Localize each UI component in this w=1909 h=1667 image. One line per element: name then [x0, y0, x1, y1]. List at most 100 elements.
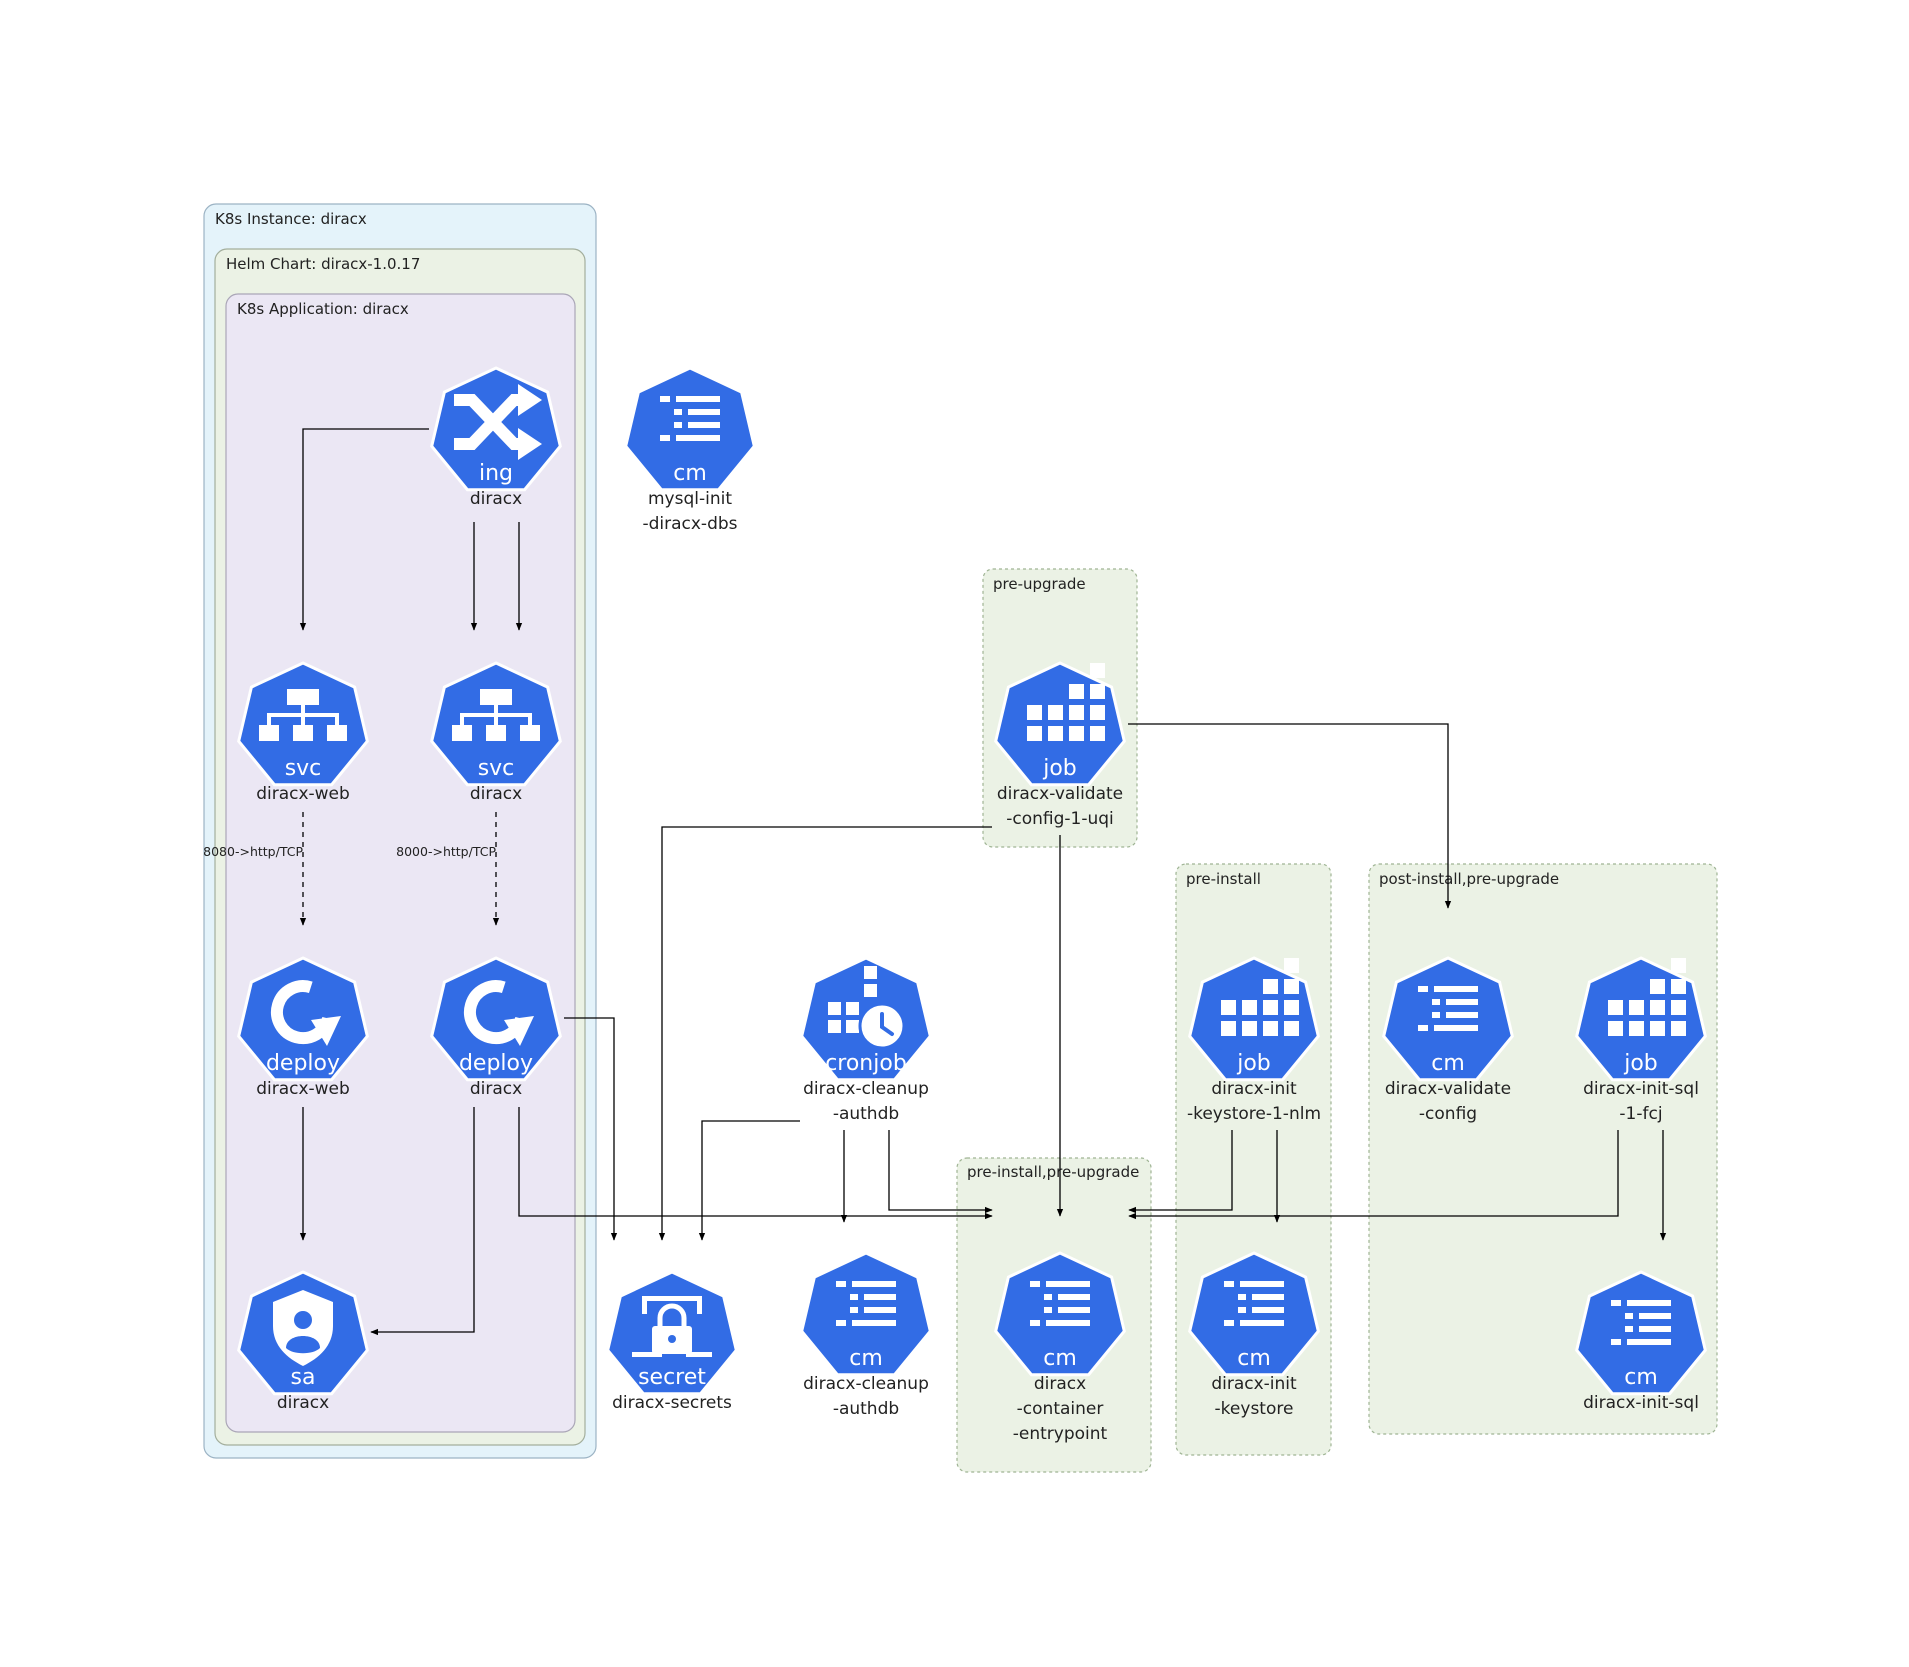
edge-label-web-port: 8080->http/TCP [203, 844, 303, 859]
edge-job-validate-to-secret [658, 826, 992, 1241]
node-cm-validate-label-line: diracx-validate [1385, 1079, 1511, 1099]
edge-label-api-port: 8000->http/TCP [396, 844, 496, 859]
grid-icon [1608, 958, 1686, 1036]
node-cm-entrypoint-label-line: diracx [1034, 1374, 1086, 1394]
shuffle-icon [454, 384, 542, 460]
node-cm-mysql-label-line: -diracx-dbs [642, 514, 737, 534]
list-icon [660, 396, 720, 441]
list-icon [1224, 1281, 1284, 1326]
edge-deploy-to-cm-entrypoint [518, 1107, 993, 1220]
edge-cronjob-to-cm-entrypoint [888, 1130, 993, 1214]
node-cm-keystore-label-line: diracx-init [1211, 1374, 1297, 1394]
node-job-keystore-label-line: -keystore-1-nlm [1187, 1104, 1321, 1124]
lock-icon [632, 1296, 712, 1357]
node-job-validate-kind: job [1042, 756, 1077, 781]
node-cm-cleanup-shape [800, 1251, 932, 1377]
node-job-validate-label-line: -config-1-uqi [1006, 809, 1114, 829]
node-cm-validate-label-line: -config [1419, 1104, 1477, 1124]
cluster-application-label: K8s Application: diracx [237, 300, 409, 318]
node-cronjob-label-line: -authdb [833, 1104, 899, 1124]
node-job-keystore-label-line: diracx-init [1211, 1079, 1297, 1099]
node-cm-sql-shape [1575, 1270, 1707, 1396]
node-svc-web-label-line: diracx-web [256, 784, 350, 804]
node-sa: sa diracx [237, 1270, 369, 1413]
edge-job-validate-to-cm-validate [1128, 723, 1452, 909]
edge-deploy-to-secret [564, 1017, 618, 1241]
cluster-chart-label: Helm Chart: diracx-1.0.17 [226, 255, 420, 273]
hierarchy-icon [259, 689, 347, 741]
list-icon [836, 1281, 896, 1326]
node-cm-mysql: cm mysql-init -diracx-dbs [624, 366, 756, 534]
list-icon [1611, 1300, 1671, 1345]
node-cm-mysql-kind: cm [673, 461, 707, 486]
cluster-post-install-pre-upgrade-label: post-install,pre-upgrade [1379, 870, 1559, 888]
clock-grid-icon [828, 966, 906, 1050]
node-cm-entrypoint-label-line: -container [1017, 1399, 1104, 1419]
node-deploy: deploy diracx [430, 956, 562, 1099]
cluster-pre-upgrade-label: pre-upgrade [993, 575, 1086, 593]
node-cm-validate-shape [1382, 956, 1514, 1082]
node-sa-kind: sa [291, 1365, 316, 1390]
node-cm-validate-kind: cm [1431, 1051, 1465, 1076]
node-cm-validate: cm diracx-validate -config [1382, 956, 1514, 1124]
user-shield-icon [273, 1290, 333, 1366]
list-icon [1418, 986, 1478, 1031]
node-deploy-web-kind: deploy [266, 1051, 340, 1076]
refresh-icon [270, 980, 341, 1046]
node-job-keystore-kind: job [1236, 1051, 1271, 1076]
node-job-sql-kind: job [1623, 1051, 1658, 1076]
node-cm-keystore-shape [1188, 1251, 1320, 1377]
node-cm-sql-kind: cm [1624, 1365, 1658, 1390]
node-cm-cleanup-kind: cm [849, 1346, 883, 1371]
cluster-pre-install-label: pre-install [1186, 870, 1261, 888]
nodes: ing diracx svc diracx-web svc diracx deploy dir… [237, 366, 1707, 1444]
node-ing-kind: ing [479, 461, 513, 486]
node-secret-label-line: diracx-secrets [612, 1393, 732, 1413]
node-cm-keystore-label-line: -keystore [1215, 1399, 1294, 1419]
node-cronjob-label-line: diracx-cleanup [803, 1079, 929, 1099]
node-deploy-web-shape [237, 956, 369, 1082]
node-svc-web-kind: svc [285, 756, 322, 781]
edge-job-sql-to-cm-entrypoint [1128, 1130, 1619, 1220]
node-cm-keystore-kind: cm [1237, 1346, 1271, 1371]
node-deploy-label-line: diracx [470, 1079, 522, 1099]
node-cm-cleanup: cm diracx-cleanup -authdb [800, 1251, 932, 1419]
node-cm-entrypoint-kind: cm [1043, 1346, 1077, 1371]
node-sa-label-line: diracx [277, 1393, 329, 1413]
list-icon [1030, 1281, 1090, 1326]
node-deploy-shape [430, 956, 562, 1082]
node-cm-mysql-label-line: mysql-init [648, 489, 732, 509]
node-job-keystore: job diracx-init -keystore-1-nlm [1187, 956, 1321, 1124]
node-deploy-kind: deploy [459, 1051, 533, 1076]
node-job-sql-label-line: -1-fcj [1619, 1104, 1662, 1124]
edge-job-keystore-to-cm-entrypoint [1128, 1130, 1233, 1214]
node-svc-kind: svc [478, 756, 515, 781]
node-deploy-web-label-line: diracx-web [256, 1079, 350, 1099]
node-svc-web: svc diracx-web [237, 661, 369, 804]
node-cm-entrypoint-label-line: -entrypoint [1013, 1424, 1108, 1444]
node-svc: svc diracx [430, 661, 562, 804]
node-ing-label-line: diracx [470, 489, 522, 509]
refresh-icon [463, 980, 534, 1046]
edge-deploy-to-sa [370, 1107, 475, 1336]
node-ing: ing diracx [430, 366, 562, 509]
node-cm-cleanup-label-line: diracx-cleanup [803, 1374, 929, 1394]
node-secret-kind: secret [638, 1365, 706, 1390]
grid-icon [1221, 958, 1299, 1036]
node-deploy-web: deploy diracx-web [237, 956, 369, 1099]
hierarchy-icon [452, 689, 540, 741]
node-job-sql-label-line: diracx-init-sql [1583, 1079, 1699, 1099]
edge-ing-to-svc-web [299, 428, 429, 631]
cluster-application: K8s Application: diracx [225, 293, 576, 1433]
node-cm-sql-label-line: diracx-init-sql [1583, 1393, 1699, 1413]
node-svc-label-line: diracx [470, 784, 522, 804]
grid-icon [1027, 663, 1105, 741]
node-cm-cleanup-label-line: -authdb [833, 1399, 899, 1419]
edges: 8080->http/TCP 8000->http/TCP [203, 428, 1667, 1336]
node-job-validate-label-line: diracx-validate [997, 784, 1123, 804]
edge-cronjob-to-secret [698, 1120, 800, 1241]
node-cm-entrypoint-shape [994, 1251, 1126, 1377]
node-cm-keystore: cm diracx-init -keystore [1188, 1251, 1320, 1419]
